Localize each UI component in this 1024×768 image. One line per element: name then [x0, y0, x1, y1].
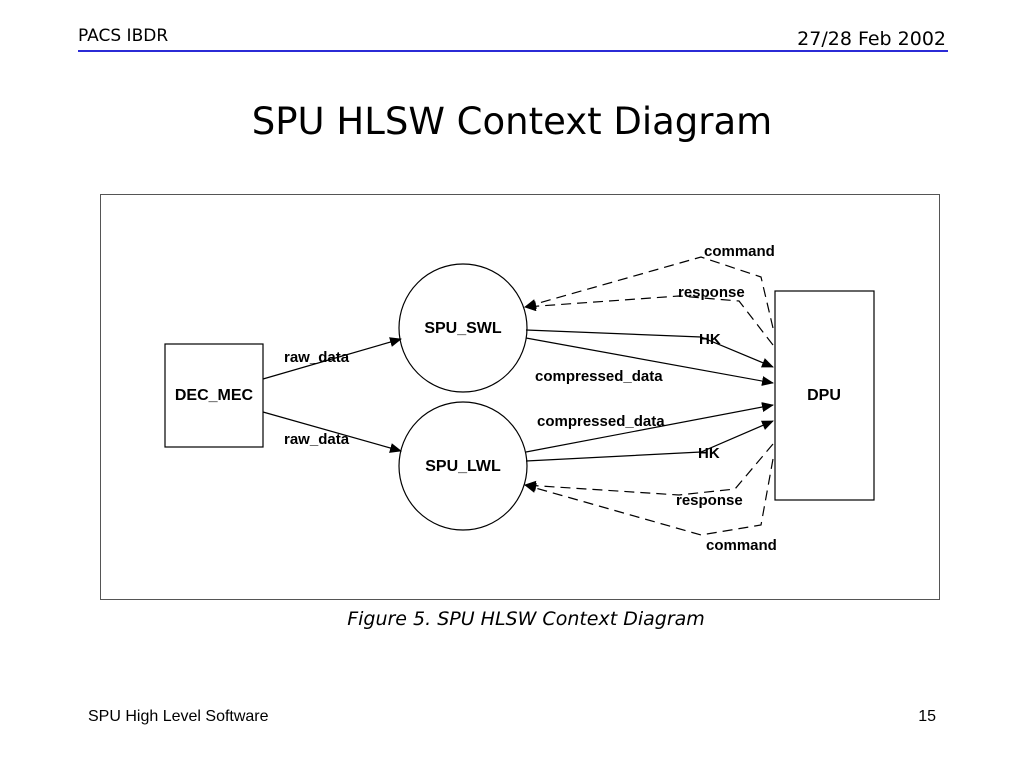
dec-mec-label: DEC_MEC: [175, 387, 254, 404]
page-number: 15: [918, 708, 936, 725]
raw-data-swl-arrow: [262, 337, 402, 380]
hk-swl-arrow: [525, 329, 774, 368]
spu-lwl-circle: [398, 401, 528, 531]
response-lwl-label: response: [676, 492, 743, 509]
diagram-canvas: DEC_MEC SPU_SWL SPU_LWL DPU raw_data raw…: [164, 243, 875, 554]
header-date: 27/28 Feb 2002: [797, 28, 946, 50]
header-divider: [78, 50, 948, 52]
command-lwl-arrow: [524, 458, 774, 536]
compressed-data-swl-arrow: [525, 337, 774, 386]
footer-left-text: SPU High Level Software: [88, 708, 269, 725]
response-swl-arrow: [524, 295, 774, 346]
dpu-label: DPU: [807, 387, 841, 404]
dec-mec-box: [164, 343, 264, 448]
spu-lwl-label: SPU_LWL: [425, 458, 501, 475]
raw-data-swl-label: raw_data: [284, 349, 350, 366]
slide-title: SPU HLSW Context Diagram: [251, 100, 773, 143]
compressed-data-lwl-arrow: [525, 402, 774, 453]
context-diagram: DEC_MEC SPU_SWL SPU_LWL DPU raw_data raw…: [100, 194, 940, 600]
hk-swl-label: HK: [699, 331, 721, 348]
command-swl-label: command: [704, 243, 775, 260]
hk-lwl-label: HK: [698, 445, 720, 462]
response-swl-label: response: [678, 284, 745, 301]
hk-lwl-arrow: [525, 420, 774, 462]
compressed-data-swl-label: compressed_data: [535, 368, 663, 385]
figure-caption: Figure 5. SPU HLSW Context Diagram: [347, 608, 705, 630]
response-lwl-arrow: [524, 443, 774, 496]
dpu-box: [774, 290, 875, 501]
compressed-data-lwl-label: compressed_data: [537, 413, 665, 430]
raw-data-lwl-label: raw_data: [284, 431, 350, 448]
header-left-text: PACS IBDR: [78, 26, 169, 46]
spu-swl-circle: [398, 263, 528, 393]
raw-data-lwl-arrow: [262, 411, 402, 453]
spu-swl-label: SPU_SWL: [424, 320, 502, 337]
command-lwl-label: command: [706, 537, 777, 554]
command-swl-arrow: [524, 256, 774, 329]
